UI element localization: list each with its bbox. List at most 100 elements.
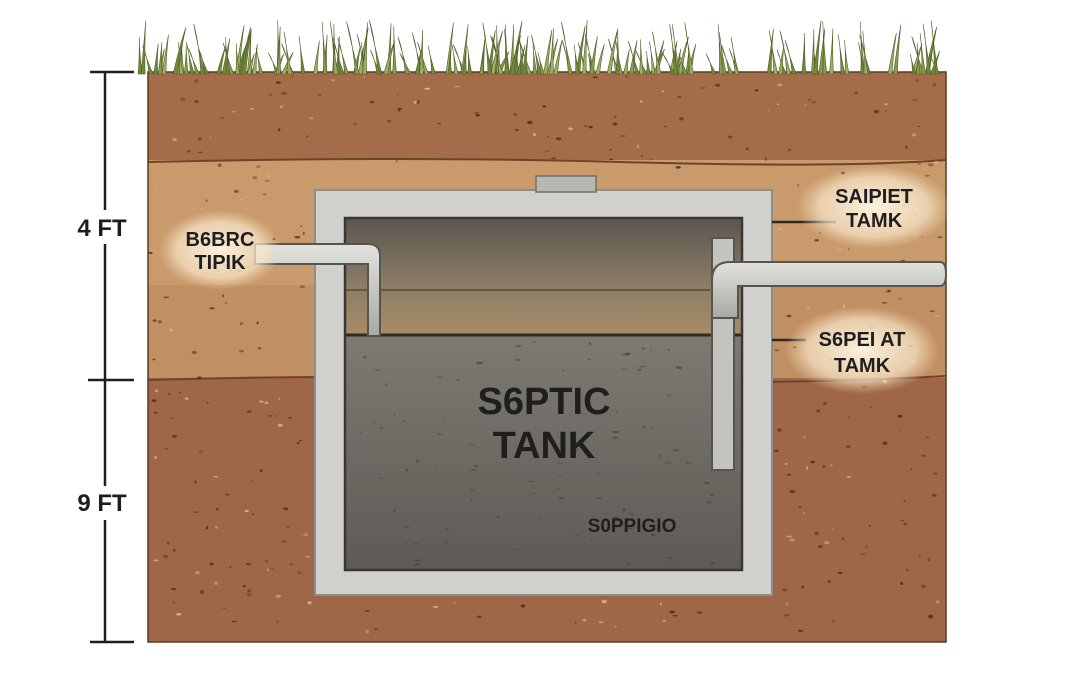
soil-speck [255,165,262,168]
soil-speck [170,587,177,591]
soil-speck [239,322,244,325]
soil-speck [806,466,809,471]
liquid-speck [415,459,420,463]
grass-blade [137,37,143,75]
soil-speck [264,401,269,405]
soil-speck [920,454,926,457]
soil-speck [251,479,254,482]
tank-interior-outline [343,216,744,572]
grass-blade [161,34,169,75]
soil-speck [786,473,792,476]
grass-blade [362,22,368,75]
liquid-speck [626,562,632,565]
dimension-label-bg [64,210,140,244]
liquid-speck [528,480,535,482]
soil-speck [669,610,675,614]
soil-speck [513,113,518,116]
liquid-speck [469,443,475,446]
soil-speck [275,594,282,598]
liquid-speck [611,430,620,433]
soil-speck [270,567,274,570]
grass-blade [221,38,231,75]
liquid-speck [456,378,460,381]
grass-blade [766,28,774,75]
soil-speck [640,100,643,103]
grass-blade [784,39,797,75]
soil-speck [250,107,254,110]
grass-blade [549,28,554,75]
liquid-speck [587,358,592,361]
grass-blade [216,46,226,75]
soil-speck [247,589,252,593]
grass-blade [462,44,467,75]
soil-speck [822,402,827,406]
soil-speck [286,526,290,528]
grass-blade [241,29,252,75]
soil-speck [278,397,281,400]
liquid-speck [676,366,680,369]
soil-speck [636,144,640,149]
soil-speck [200,208,204,211]
soil-speck [473,112,480,114]
soil-speck [837,571,843,574]
soil-speck [244,510,249,512]
soil-speck [289,563,294,566]
soil-speck [612,122,618,126]
grass-blade [419,30,424,75]
grass-blade [623,49,630,75]
grass-blade [728,48,740,75]
liquid-speck [379,426,384,429]
soil-speck [432,606,439,608]
soil-speck [598,621,604,624]
soil-speck [191,350,197,354]
soil-speck [372,628,379,630]
soil-speck [259,468,263,473]
grass-blade [198,48,210,75]
soil-speck [173,548,176,552]
grass-blade [521,35,529,75]
soil-speck [679,117,684,121]
grass-blade [678,53,688,75]
soil-speck [814,239,819,242]
grass-blade [581,20,588,75]
grass-blade [283,31,293,75]
soil-speck [777,83,783,86]
grass-blade [177,41,184,75]
soil-speck [268,415,273,417]
grass-blade [183,45,189,75]
dimension-label-upper: 4 FT [77,215,127,242]
soil-speck [884,103,889,105]
soil-speck [251,513,255,516]
outlet-pipe [711,237,948,471]
grass-blade [414,50,422,75]
soil-speck [843,304,846,308]
grass-blade [312,40,320,75]
soil-speck [910,468,913,471]
soil-speck [789,538,795,542]
liquid-speck [679,366,682,370]
soil-speck [306,135,309,138]
liquid-speck [586,436,589,439]
soil-speck [814,531,819,536]
grass-blade [589,36,598,75]
soil-speck [827,579,831,584]
liquid-speck [562,370,565,372]
grass-blade [246,53,255,75]
soil-speck [865,545,868,549]
soil-speck [155,389,159,393]
soil-speck [700,87,706,89]
soil-speck [477,615,482,618]
grass-blade [705,53,717,75]
soil-speck [933,160,939,164]
soil-speck [746,147,749,150]
soil-speck [222,294,225,298]
grass-blade [490,31,503,75]
soil-speck [193,511,200,514]
soil-speck [841,537,845,541]
soil-speck [568,127,573,131]
soil-speck [903,500,906,502]
soil-speck [302,231,305,235]
soil-speck [583,125,588,127]
soil-speck [275,620,279,623]
soil-speck [803,512,805,515]
